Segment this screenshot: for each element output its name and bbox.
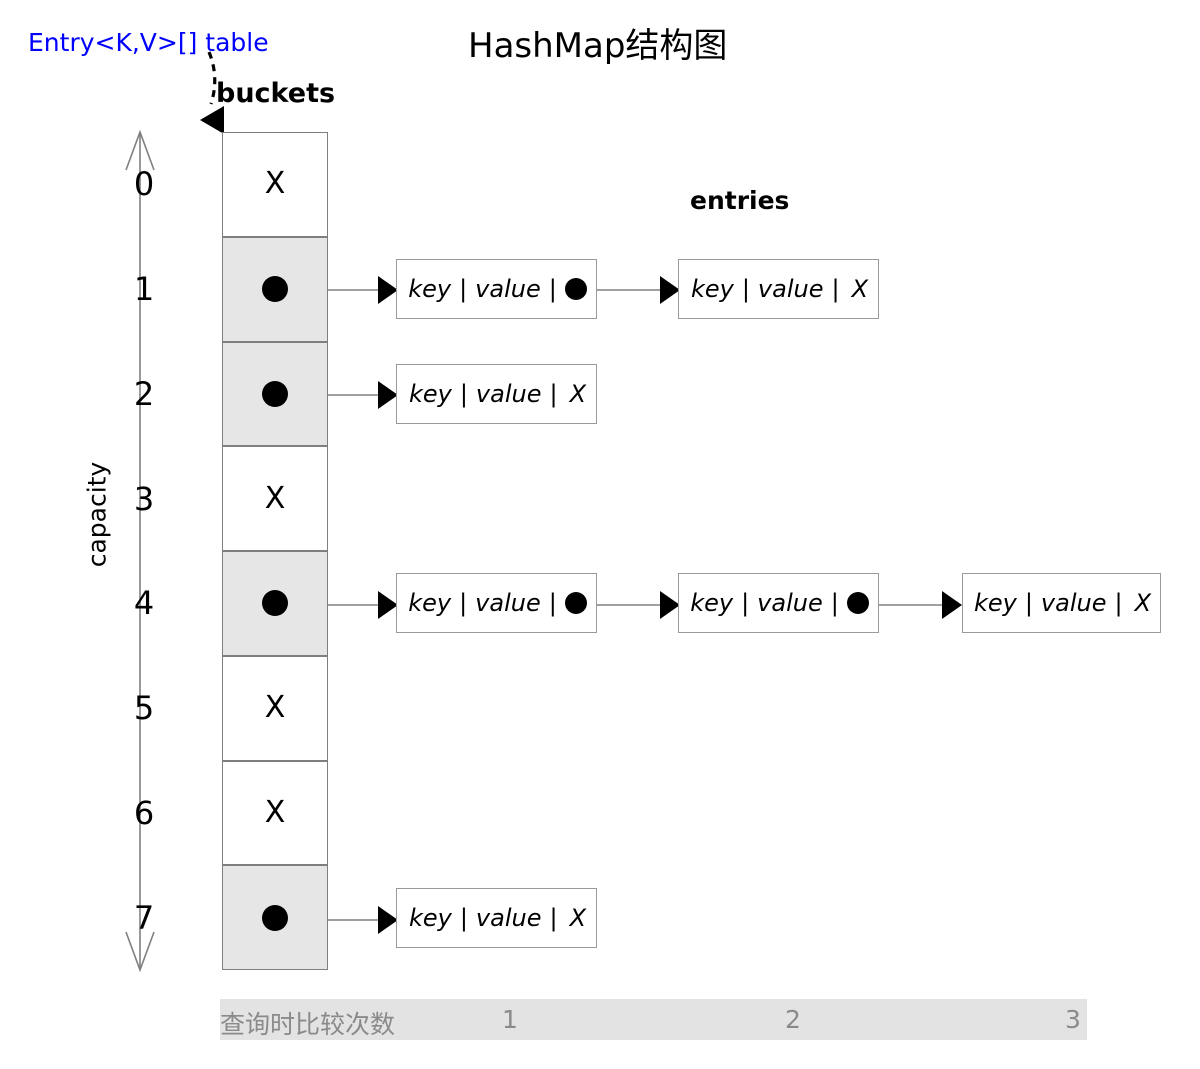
bucket-index-7: 7 (133, 898, 155, 937)
bucket-cell-5: X (222, 655, 328, 761)
bucket-pointer-dot-icon (262, 590, 288, 617)
entry-next-pointer-dot-icon (846, 592, 869, 615)
bucket-index-6: 6 (133, 793, 155, 832)
bucket-null-mark: X (264, 690, 286, 726)
entry-node-b2-1: key|value|X (396, 363, 597, 424)
entry-next-null-mark: X (569, 379, 587, 408)
entry-separator: | (741, 589, 750, 618)
entry-value-text: value (475, 275, 541, 304)
entry-node-b4-1: key|value| (396, 573, 597, 634)
bucket-cell-3: X (222, 446, 328, 551)
comparison-count-3: 3 (1065, 1005, 1081, 1034)
bucket-cell-1 (222, 236, 328, 342)
entry-value-text: value (757, 275, 824, 304)
buckets-label: buckets (216, 78, 336, 109)
entry-separator: | (549, 379, 558, 408)
entry-separator: | (830, 589, 839, 618)
bucket-index-3: 3 (133, 479, 155, 518)
entry-next-pointer-dot-icon (564, 592, 587, 615)
entry-next-null-mark: X (851, 275, 869, 304)
entry-node-b7-1: key|value|X (396, 887, 597, 948)
bucket-pointer-dot-icon (262, 276, 288, 303)
comparison-count-1: 1 (502, 1005, 518, 1034)
comparison-count-bar: 查询时比较次数 1 2 3 (220, 999, 1087, 1040)
entry-node-b4-2: key|value| (678, 573, 879, 634)
bucket-null-mark: X (264, 480, 286, 516)
entry-separator: | (548, 589, 557, 618)
bucket-cell-2 (222, 341, 328, 447)
bucket-null-mark: X (264, 166, 286, 202)
entry-key-text: key (408, 275, 452, 304)
entry-next-null-mark: X (569, 903, 587, 932)
entry-node-b1-1: key|value| (396, 259, 597, 320)
bucket-null-mark: X (264, 794, 286, 830)
bucket-index-2: 2 (133, 374, 155, 413)
bucket-cell-4 (222, 551, 328, 656)
bucket-pointer-dot-icon (262, 904, 288, 931)
entry-separator: | (459, 589, 468, 618)
bucket-pointer-dot-icon (262, 380, 288, 407)
entry-key-text: key (408, 379, 452, 408)
entry-value-text: value (757, 589, 823, 618)
entry-separator: | (741, 275, 750, 304)
entry-key-text: key (408, 589, 452, 618)
page-title: HashMap结构图 (468, 26, 728, 66)
bucket-index-0: 0 (133, 165, 155, 204)
bucket-index-5: 5 (133, 689, 155, 728)
entry-value-text: value (1040, 589, 1107, 618)
entry-key-text: key (690, 275, 734, 304)
entry-next-pointer-dot-icon (564, 278, 587, 301)
entry-value-text: value (475, 903, 542, 932)
entries-label: entries (690, 186, 790, 215)
entry-separator: | (459, 903, 468, 932)
comparison-count-2: 2 (785, 1005, 801, 1034)
bucket-cell-0: X (222, 132, 328, 237)
capacity-label: capacity (82, 461, 112, 568)
bucket-index-1: 1 (133, 270, 155, 309)
entry-separator: | (831, 275, 840, 304)
entry-key-text: key (973, 589, 1017, 618)
entry-value-text: value (475, 589, 541, 618)
entry-separator: | (548, 275, 557, 304)
table-field-label: Entry<K,V>[] table (28, 28, 269, 57)
entry-key-text: key (408, 903, 452, 932)
entry-separator: | (1114, 589, 1123, 618)
entry-separator: | (459, 275, 468, 304)
bucket-index-4: 4 (133, 584, 155, 623)
entry-value-text: value (475, 379, 542, 408)
entry-separator: | (459, 379, 468, 408)
comparison-count-label: 查询时比较次数 (220, 1010, 396, 1039)
entry-key-text: key (690, 589, 734, 618)
entry-next-null-mark: X (1134, 589, 1152, 618)
entry-separator: | (1024, 589, 1033, 618)
entry-node-b4-3: key|value|X (962, 573, 1161, 634)
entry-node-b1-2: key|value|X (678, 259, 879, 320)
entry-separator: | (549, 903, 558, 932)
bucket-cell-7 (222, 865, 328, 970)
bucket-cell-6: X (222, 760, 328, 866)
